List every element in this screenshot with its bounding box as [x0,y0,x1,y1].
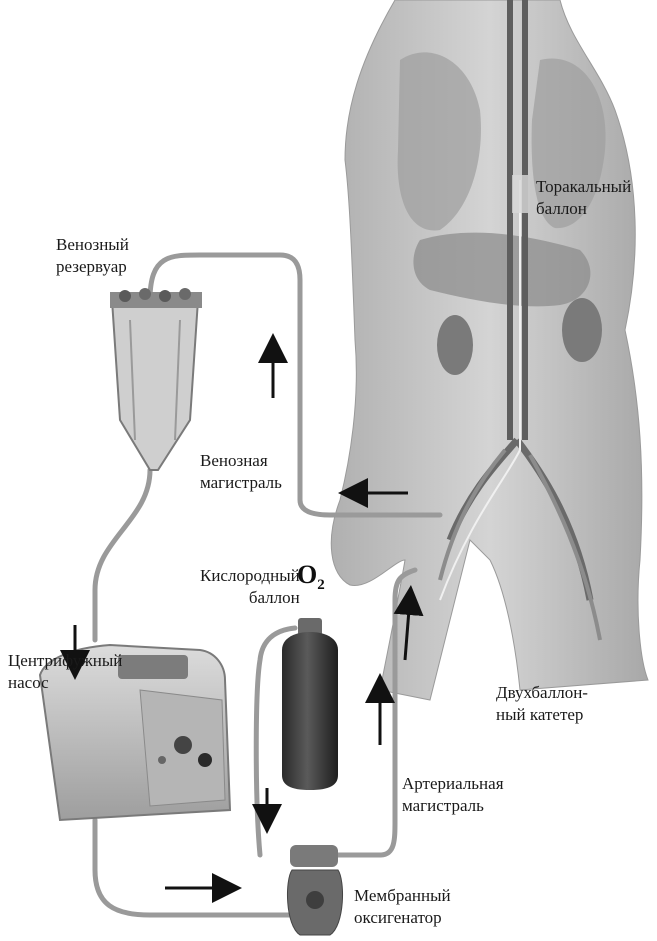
venous-reservoir-device [110,288,202,470]
label-membrane-oxygenator: Мембранныйоксигенатор [354,885,451,929]
cylinder-o2-label: O2 [297,560,325,594]
human-body [331,0,648,700]
right-kidney [562,298,602,362]
label-venous-reservoir: Венозныйрезервуар [56,234,129,278]
thoracic-balloon-shape [512,175,528,213]
label-oxygen-cylinder: Кислородныйбаллон [200,565,300,609]
membrane-oxygenator-device [287,845,342,935]
oxygen-cylinder-device [282,618,338,790]
label-arterial-line: Артериальнаямагистраль [402,773,504,817]
label-venous-line: Венознаямагистраль [200,450,282,494]
label-centrifugal-pump: Центрифужныйнасос [8,650,122,694]
left-kidney [437,315,473,375]
label-double-balloon-catheter: Двухбаллон-ный катетер [496,682,588,726]
label-thoracic-balloon: Торакальныйбаллон [536,176,631,220]
pump-to-oxygenator-tube [95,820,300,915]
reservoir-to-pump-tube [95,470,150,640]
